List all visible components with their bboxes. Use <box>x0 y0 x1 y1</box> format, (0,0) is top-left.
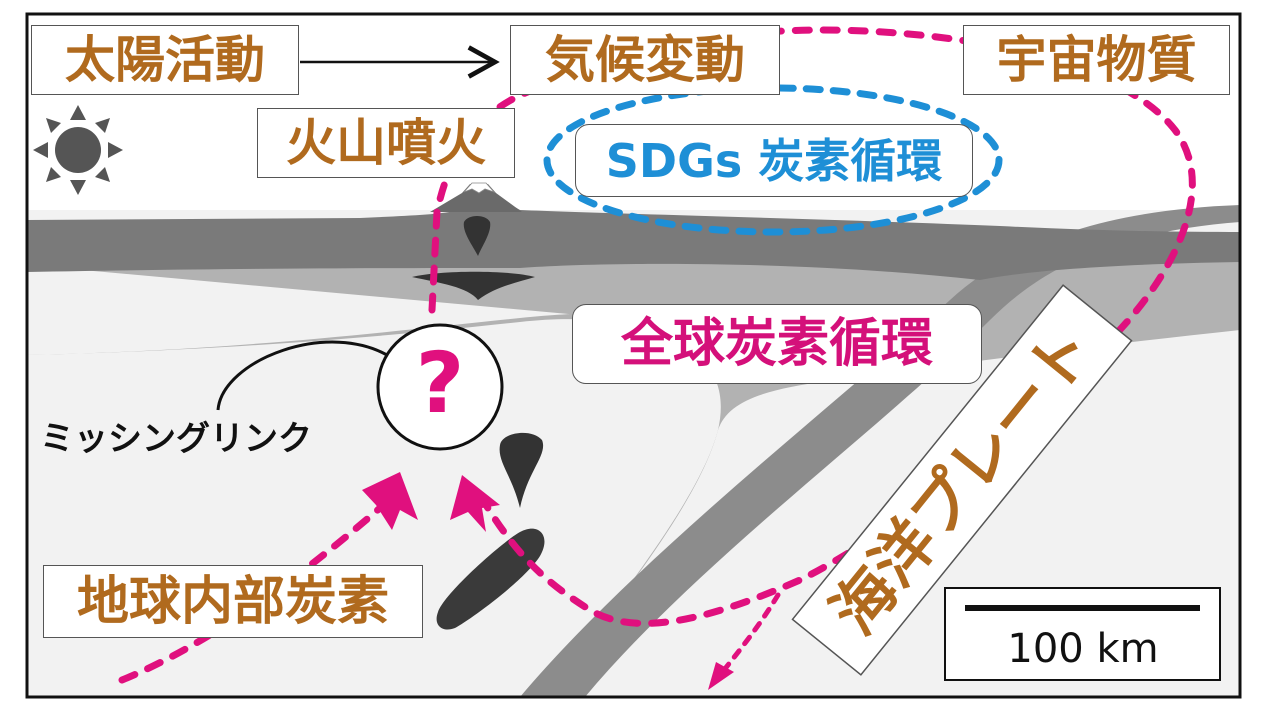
climate-change-label: 気候変動 <box>510 25 780 95</box>
volcanic-eruption-label: 火山噴火 <box>257 108 515 178</box>
question-mark: ? <box>416 334 465 432</box>
magma-chamber <box>412 271 535 300</box>
deep-earth-carbon-label: 地球内部炭素 <box>43 565 423 638</box>
crust-layer <box>27 190 1240 280</box>
solar-activity-label: 太陽活動 <box>31 25 299 95</box>
slab-descent-arrowhead <box>708 662 734 690</box>
missing-link-label: ミッシングリンク <box>40 419 312 459</box>
magma-conduit <box>463 216 491 256</box>
missing-link-connector <box>216 340 393 411</box>
volcano-snow-cap <box>463 182 496 194</box>
diagram-frame <box>25 12 1242 699</box>
sun-icon <box>33 105 123 195</box>
sdgs-cycle-loop <box>543 84 1003 236</box>
upward-arrow-left <box>362 472 418 530</box>
sdgs-carbon-cycle-label: SDGs 炭素循環 <box>575 124 973 197</box>
subducting-slab <box>520 205 1240 697</box>
scale-bar-box: 100 km <box>944 587 1221 681</box>
question-circle <box>376 323 504 451</box>
volcano <box>430 184 522 212</box>
slab-descent-path <box>717 592 781 678</box>
scale-bar-label: 100 km <box>1007 626 1158 672</box>
global-carbon-cycle-label: 全球炭素循環 <box>572 304 982 384</box>
upward-arrow-right <box>450 475 500 532</box>
magma-drop <box>499 432 544 508</box>
cosmic-matter-label: 宇宙物質 <box>963 25 1230 95</box>
